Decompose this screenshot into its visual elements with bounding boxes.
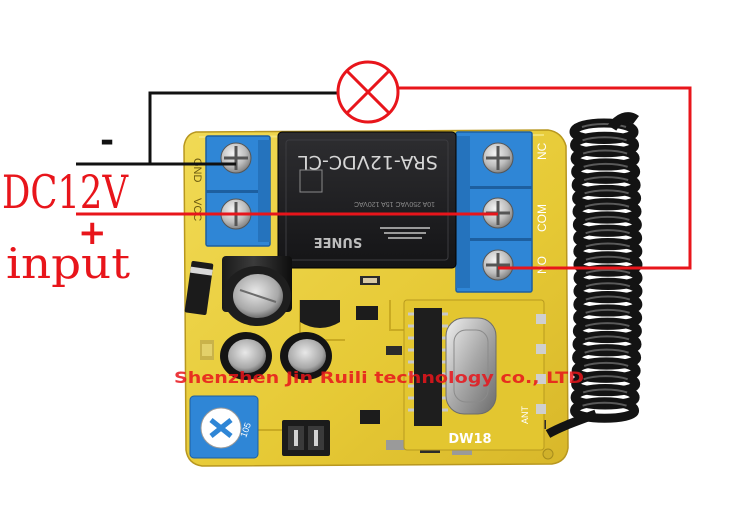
antenna-highlight — [584, 348, 629, 354]
antenna-highlight — [581, 123, 627, 128]
antenna-highlight — [585, 282, 631, 288]
antenna-highlight — [584, 202, 630, 208]
relay-brand: SUNEE — [314, 234, 363, 249]
regulator — [300, 300, 340, 328]
lamp-icon — [336, 60, 400, 124]
antenna-highlight — [584, 189, 629, 195]
screw-icon[interactable] — [482, 249, 514, 281]
antenna-highlight — [585, 255, 631, 261]
antenna-highlight — [582, 136, 627, 142]
rf-module — [403, 299, 546, 451]
diode — [184, 260, 214, 316]
antenna-highlight — [583, 361, 629, 367]
wire-red-lamp-no — [398, 86, 692, 270]
input-label: input — [6, 239, 130, 288]
mounting-hole — [542, 448, 554, 460]
antenna-highlight — [585, 295, 631, 301]
svg-text:10A 250VAC 15A 120VAC: 10A 250VAC 15A 120VAC — [354, 200, 435, 207]
label-no: NO — [535, 256, 549, 274]
antenna-highlight — [583, 162, 628, 168]
antenna-highlight — [585, 229, 630, 235]
company-watermark: Shenzhen Jin Ruili technology co., LTD — [174, 368, 584, 387]
ul-logo-icon — [299, 169, 323, 193]
terminal-block-left — [205, 135, 271, 247]
relay-logo-icon — [380, 227, 430, 239]
svg-text:105: 105 — [238, 421, 253, 439]
ant-label: ANT — [520, 405, 530, 424]
wire-black-lamp — [148, 91, 338, 164]
relay-model: SRA-12VDC-CL — [298, 151, 438, 173]
led — [200, 340, 214, 360]
label-gnd: GND — [191, 158, 203, 183]
antenna-highlight — [582, 388, 628, 394]
capacitor-large — [222, 256, 292, 326]
antenna-highlight — [585, 242, 631, 248]
ic-chip — [414, 308, 442, 426]
dc-label: DC12V — [2, 165, 129, 219]
antenna-highlight — [585, 308, 630, 314]
wires — [76, 86, 692, 270]
antenna-highlight — [585, 322, 630, 328]
label-vcc: VCC — [191, 198, 203, 221]
antenna-lead — [545, 409, 598, 438]
minus-label: - — [100, 121, 114, 161]
antenna-highlight — [585, 269, 631, 274]
antenna-highlight — [584, 335, 630, 341]
capacitor-small — [280, 332, 332, 380]
antenna-highlight — [582, 401, 627, 407]
label-nc: NC — [535, 142, 549, 160]
antenna-highlight — [583, 176, 629, 182]
plus-label: + — [78, 213, 107, 253]
module-label: DW18 — [448, 432, 491, 447]
screw-icon[interactable] — [220, 142, 252, 174]
screw-icon[interactable] — [482, 142, 514, 174]
jumper[interactable] — [282, 420, 330, 456]
antenna-coil — [545, 112, 643, 438]
capacitor-small — [220, 332, 272, 380]
potentiometer[interactable]: 105 — [189, 395, 259, 459]
crystal — [445, 317, 497, 415]
antenna-tip — [607, 112, 639, 131]
antenna-highlight — [582, 149, 628, 155]
antenna-highlight — [583, 375, 628, 381]
relay: 10A 250VAC 15A 120VAC — [277, 131, 457, 269]
antenna-highlight — [585, 215, 630, 221]
label-com: COM — [535, 204, 549, 232]
